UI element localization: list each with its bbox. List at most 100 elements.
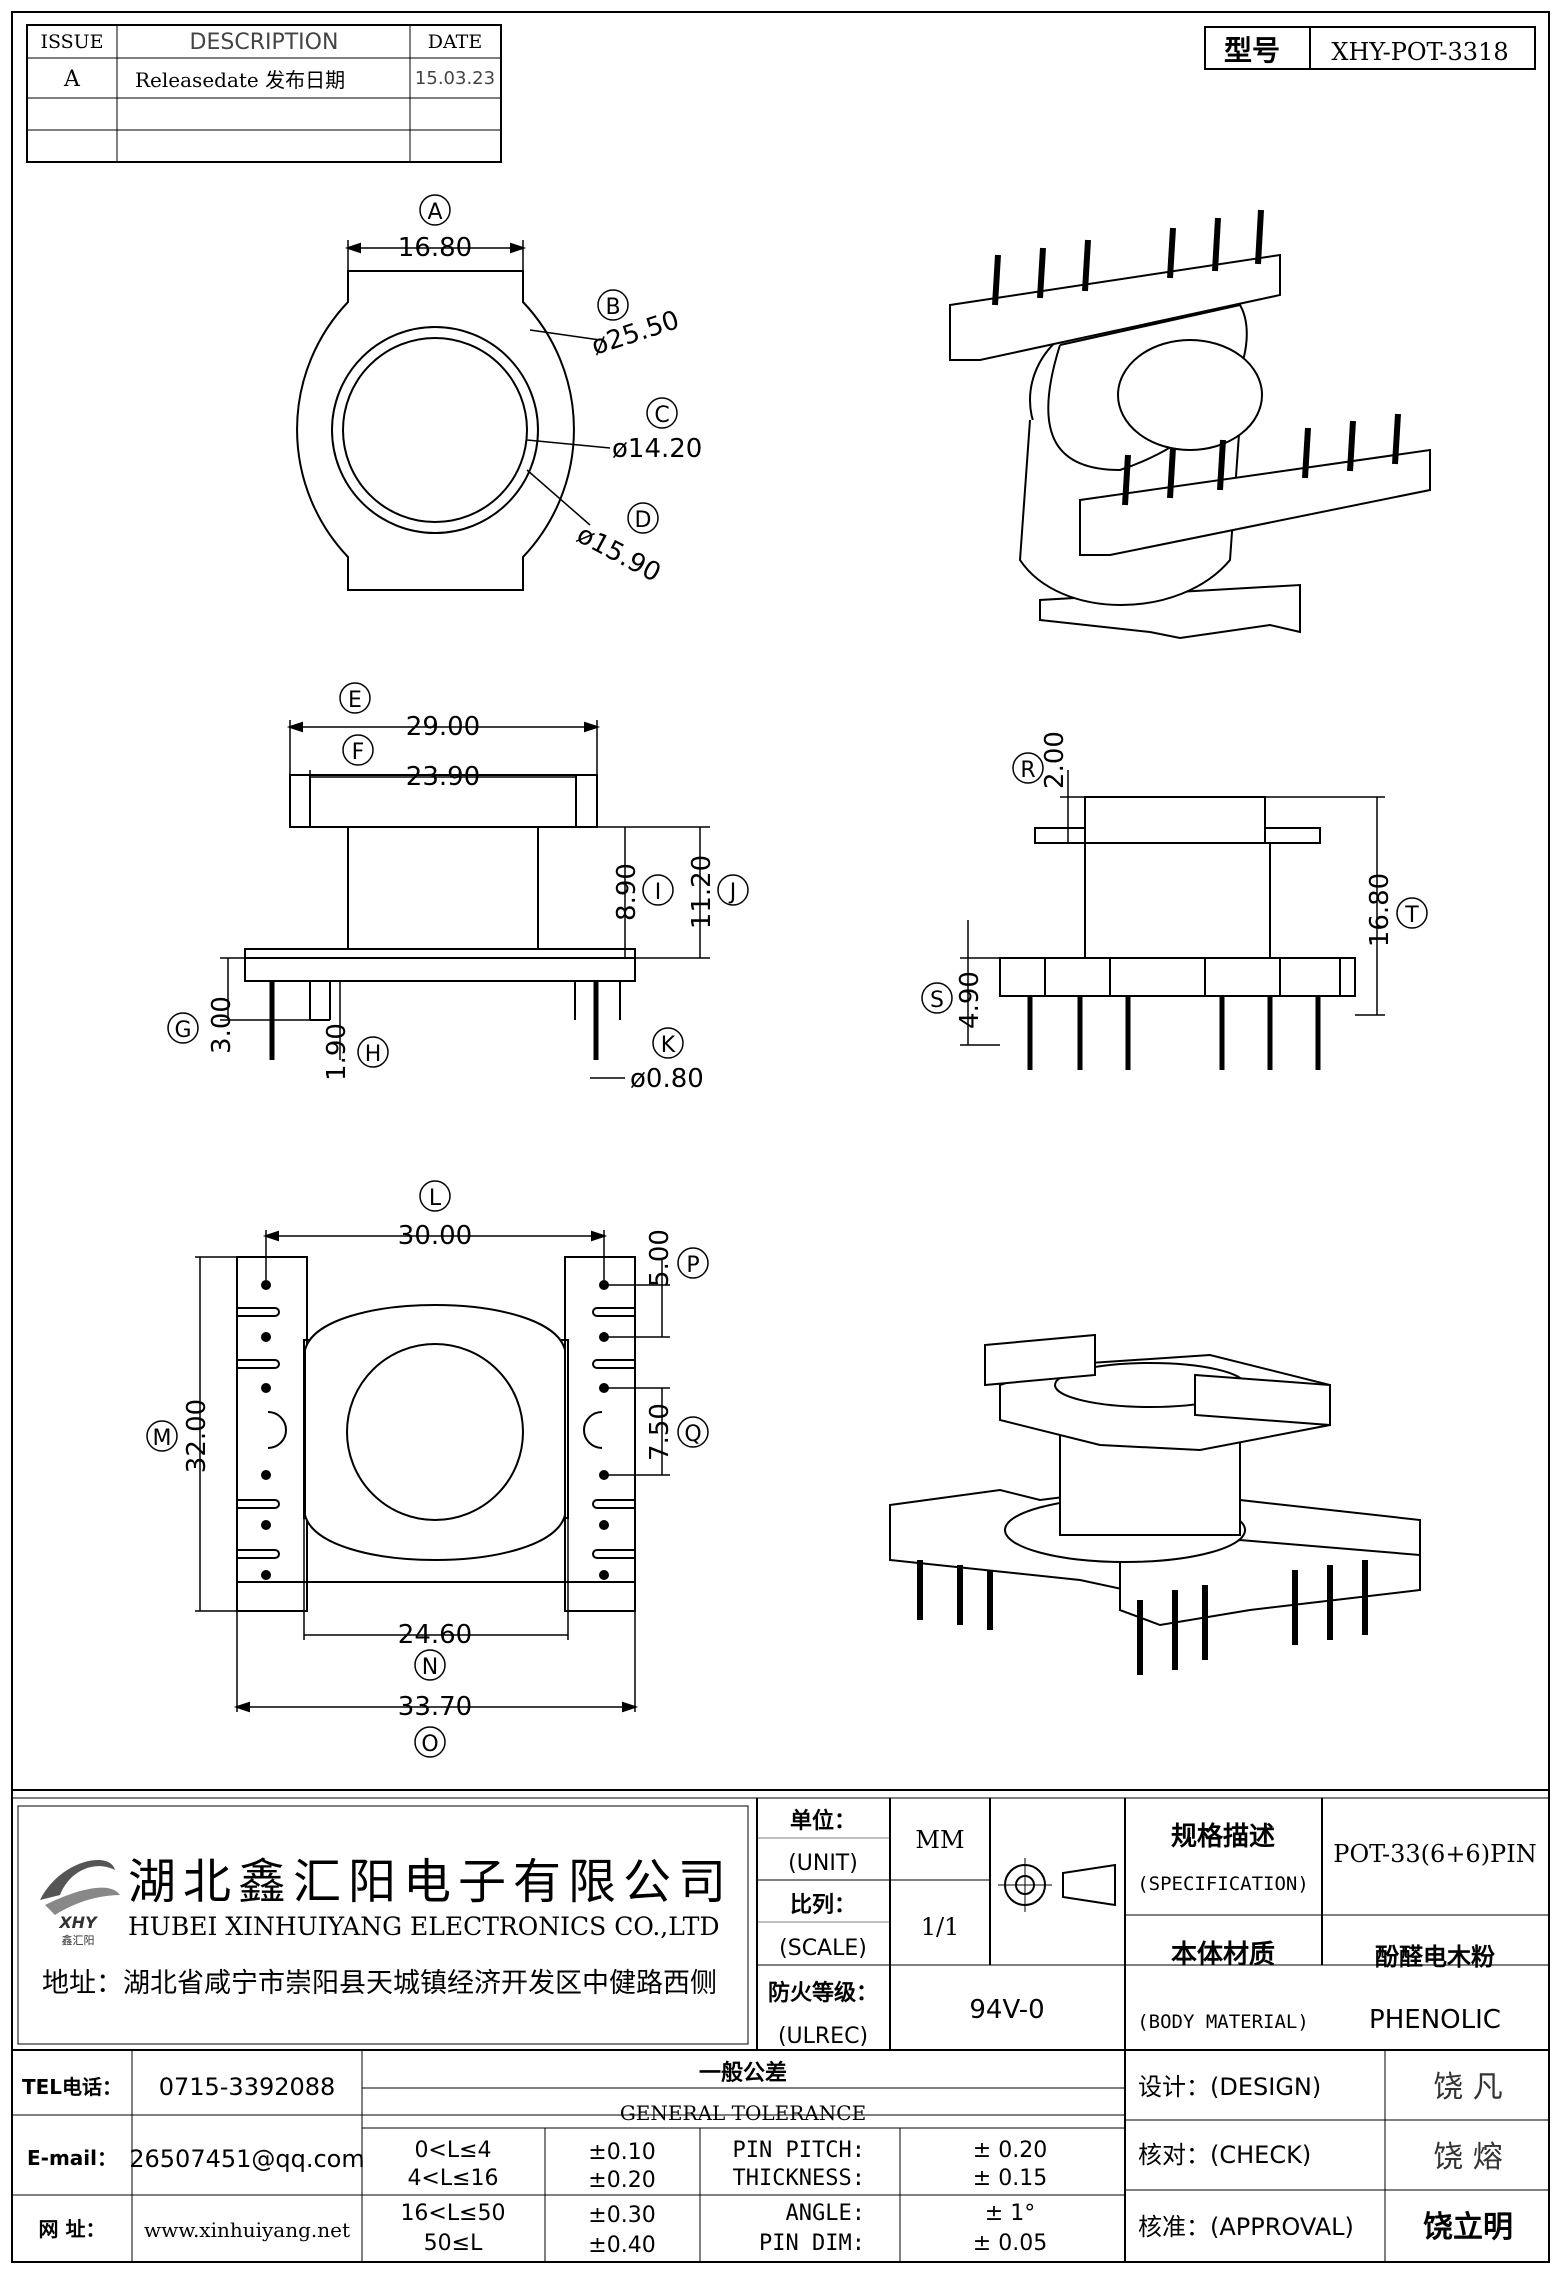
design-name: 饶 凡	[1433, 2070, 1503, 2105]
company-name-en: HUBEI XINHUIYANG ELECTRONICS CO.,LTD	[128, 1912, 720, 1941]
scale-label-cn: 比列：	[790, 1893, 856, 1918]
svg-text:N: N	[422, 1655, 438, 1680]
svg-text:± 0.15: ± 0.15	[973, 2166, 1047, 2191]
title-block	[12, 1797, 1549, 2262]
svg-text:29.00: 29.00	[406, 712, 480, 742]
dim-O: 33.70 O	[398, 1692, 472, 1758]
email-value: 26507451@qq.com	[129, 2145, 365, 2173]
outer-border	[11, 11, 1550, 2263]
approval-label: 核准：(APPROVAL)	[1138, 2213, 1354, 2241]
svg-text:R: R	[1020, 758, 1035, 783]
svg-text:16.80: 16.80	[398, 233, 472, 263]
dim-J: 11.20 J	[687, 855, 749, 929]
svg-text:ø14.20: ø14.20	[612, 434, 702, 464]
tolerance-title-cn: 一般公差	[699, 2060, 787, 2086]
svg-text:O: O	[421, 1732, 438, 1757]
svg-text:33.70: 33.70	[398, 1692, 472, 1722]
svg-text:PIN DIM:: PIN DIM:	[759, 2231, 865, 2256]
rev-row-description: Releasedate 发布日期	[135, 68, 345, 92]
svg-text:11.20: 11.20	[687, 855, 717, 929]
dim-R: R 2.00	[1012, 731, 1070, 789]
tolerance-rows: 0<L≤4 ±0.10 PIN PITCH: ± 0.20 4<L≤16 ±0.…	[400, 2138, 1047, 2258]
approval-name: 饶立明	[1423, 2210, 1513, 2245]
model-box: 型号 XHY-POT-3318	[1204, 26, 1536, 70]
dim-L: L 30.00	[398, 1180, 472, 1251]
svg-text:J: J	[728, 880, 737, 905]
company-logo: XHY 鑫汇阳	[40, 1860, 120, 1947]
svg-text:XHY: XHY	[58, 1913, 98, 1932]
dim-Q: 7.50 Q	[645, 1403, 709, 1461]
projection-symbol	[998, 1858, 1116, 1912]
bottom-view	[195, 1230, 670, 1713]
svg-text:M: M	[153, 1426, 172, 1451]
svg-text:P: P	[686, 1253, 699, 1278]
svg-text:30.00: 30.00	[398, 1221, 472, 1251]
svg-text:0<L≤4: 0<L≤4	[414, 2138, 491, 2163]
svg-text:7.50: 7.50	[645, 1403, 675, 1461]
dim-S: S 4.90	[921, 971, 985, 1029]
check-name: 饶 熔	[1433, 2140, 1503, 2175]
material-value: PHENOLIC	[1369, 2005, 1501, 2035]
svg-text:16<L≤50: 16<L≤50	[400, 2201, 505, 2226]
dim-T: 16.80 T	[1365, 873, 1428, 947]
dim-K: K ø0.80	[630, 1027, 704, 1094]
spec-value: POT-33(6+6)PIN	[1333, 1840, 1536, 1868]
check-label: 核对：(CHECK)	[1138, 2141, 1311, 2169]
dim-M: M 32.00	[146, 1399, 212, 1473]
design-label: 设计：(DESIGN)	[1138, 2073, 1321, 2101]
dim-E: E 29.00	[339, 682, 480, 742]
svg-text:50≤L: 50≤L	[424, 2231, 483, 2256]
svg-text:4.90: 4.90	[955, 971, 985, 1029]
svg-text:16.80: 16.80	[1365, 873, 1395, 947]
svg-text:24.60: 24.60	[398, 1620, 472, 1650]
svg-text:23.90: 23.90	[406, 762, 480, 792]
revision-table: ISSUE DESCRIPTION DATE A Releasedate 发布日…	[26, 24, 502, 163]
svg-text:A: A	[427, 200, 442, 225]
dim-H: 1.90 H	[322, 1023, 389, 1081]
dim-N: 24.60 N	[398, 1620, 472, 1681]
rev-row-issue: A	[63, 67, 81, 92]
svg-text:±0.10: ±0.10	[588, 2140, 655, 2165]
svg-text:F: F	[352, 740, 365, 765]
svg-text:E: E	[348, 688, 362, 713]
model-label: 型号	[1224, 34, 1280, 67]
svg-text:± 1°: ± 1°	[985, 2201, 1035, 2226]
svg-text:PIN PITCH:: PIN PITCH:	[733, 2138, 865, 2163]
company-name-cn: 湖北鑫汇阳电子有限公司	[128, 1854, 733, 1910]
material-label-en: (BODY MATERIAL)	[1137, 2011, 1309, 2033]
front-view	[220, 720, 710, 1079]
tolerance-title-en: GENERAL TOLERANCE	[620, 2101, 866, 2125]
material-value-cn: 酚醛电木粉	[1375, 1943, 1495, 1971]
svg-text:D: D	[635, 508, 652, 533]
svg-text:H: H	[365, 1042, 382, 1067]
email-label: E-mail：	[27, 2146, 117, 2170]
rev-header-issue: ISSUE	[40, 31, 103, 53]
ulrec-label-cn: 防火等级：	[768, 1980, 878, 2006]
dim-D: D ø15.90	[572, 502, 666, 589]
svg-text:32.00: 32.00	[182, 1399, 212, 1473]
svg-text:3.00: 3.00	[207, 996, 237, 1054]
tel-value: 0715-3392088	[159, 2073, 336, 2101]
dim-F: F 23.90	[342, 734, 480, 792]
svg-text:G: G	[174, 1018, 191, 1043]
spec-label-cn: 规格描述	[1171, 1821, 1275, 1852]
svg-text:4<L≤16: 4<L≤16	[407, 2166, 498, 2191]
svg-text:K: K	[661, 1033, 676, 1058]
side-view	[960, 770, 1385, 1070]
svg-text:I: I	[655, 880, 662, 905]
svg-text:ANGLE:: ANGLE:	[786, 2201, 865, 2226]
rev-header-date: DATE	[428, 31, 482, 53]
top-view	[296, 240, 611, 591]
dim-I: 8.90 I	[612, 863, 674, 921]
svg-text:2.00: 2.00	[1040, 731, 1070, 789]
dim-G: G 3.00	[167, 996, 237, 1054]
svg-text:B: B	[605, 295, 620, 320]
svg-text:Q: Q	[684, 1422, 701, 1447]
rev-row-date: 15.03.23	[415, 68, 495, 89]
unit-value: MM	[915, 1826, 964, 1854]
svg-text:± 0.05: ± 0.05	[973, 2231, 1047, 2256]
svg-text:THICKNESS:: THICKNESS:	[733, 2166, 865, 2191]
svg-text:L: L	[429, 1186, 442, 1211]
svg-text:C: C	[654, 403, 669, 428]
